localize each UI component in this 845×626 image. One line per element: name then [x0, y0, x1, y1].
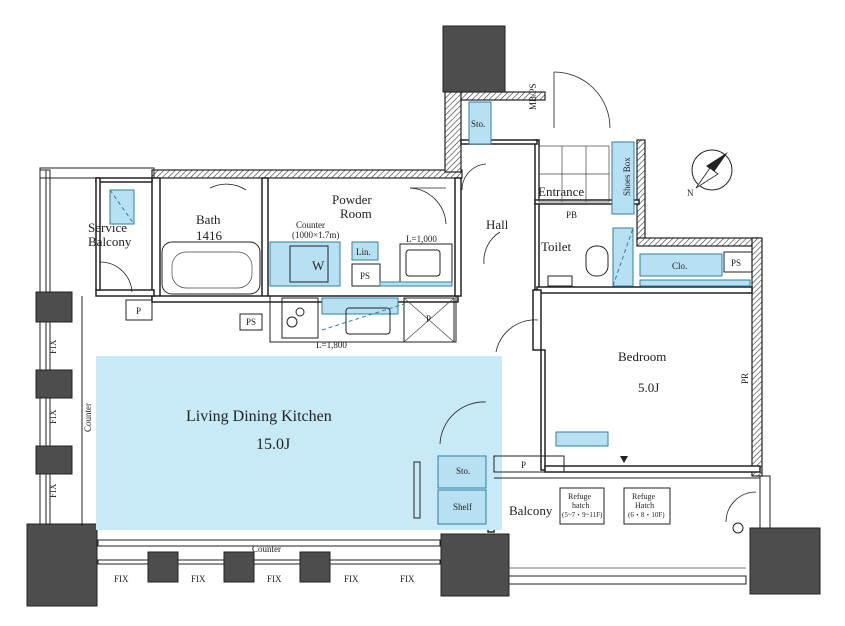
ldk-size: 15.0J [256, 436, 290, 453]
fix-bottom-1: FIX [114, 574, 129, 584]
arrow-marker [620, 456, 628, 463]
counter-small-size: (1000×1.7m) [292, 230, 339, 240]
ps-shaft-kitchen [239, 313, 263, 331]
pipe-shaft-balcony [493, 455, 565, 473]
shoes-box [611, 141, 635, 215]
ldk-floor-area [96, 356, 502, 530]
toilet-bowl [585, 245, 609, 277]
ps-label-powder: PS [360, 271, 370, 281]
p-label-service: P [136, 306, 141, 316]
l1000-label: L=1,000 [406, 234, 437, 244]
l1800-label: L=1,800 [316, 340, 347, 350]
hall-door-swing [483, 231, 501, 265]
refuge-hatch-2: Refuge Hatch (6・8・10F) [623, 487, 671, 525]
counter-bottom-label: Counter [252, 544, 281, 554]
powder-room-line1: Powder [332, 192, 372, 207]
p-label-balcony: P [521, 460, 526, 470]
bathtub [161, 241, 261, 295]
ps-shaft-powder [351, 263, 381, 287]
ps-shaft-bedroom [723, 251, 753, 273]
bath-name: Bath [196, 212, 221, 227]
service-balcony-hatch [109, 189, 135, 225]
vanity-counter-strip [379, 281, 453, 287]
bedroom-door-swing [495, 319, 539, 353]
north-arrow: N [687, 149, 733, 198]
bath-size: 1416 [196, 228, 223, 243]
washer-label: W [312, 258, 325, 273]
counter-right-label: Counter [83, 403, 93, 432]
linen-label: Lin. [356, 247, 371, 257]
north-label: N [687, 188, 694, 198]
bedroom-name: Bedroom [618, 349, 666, 364]
ldk-storage [437, 455, 487, 489]
bedroom-size: 5.0J [638, 380, 659, 395]
storage-top [468, 101, 492, 145]
refuge-hatch-1: Refuge hatch (5~7・9~11F) [559, 487, 605, 525]
ldk-storage-label: Sto. [456, 466, 470, 476]
p-label-kitchen: P [426, 314, 431, 324]
balcony-drain [732, 522, 744, 534]
shoes-box-label: Shoes Box [622, 157, 632, 196]
pb-label: PB [566, 210, 577, 220]
refuge1-line2: hatch [572, 501, 589, 510]
refuge2-line2: Hatch [635, 501, 654, 510]
fix-left-2: FIX [48, 409, 58, 424]
pipe-shaft-service [125, 299, 153, 321]
balcony-label: Balcony [509, 503, 553, 518]
linen-shelf [351, 241, 379, 261]
sliding-door [413, 461, 421, 519]
structural-columns [26, 25, 821, 607]
ldk-shelf-label: Shelf [453, 502, 472, 512]
entrance-label: Entrance [538, 184, 584, 199]
toilet-sink [547, 275, 573, 287]
refuge2-line1: Refuge [632, 492, 656, 501]
counter-small-label: Counter [296, 220, 325, 230]
storage-top-label: Sto. [471, 119, 485, 129]
service-door-swing [99, 261, 133, 293]
refuge2-line3: (6・8・10F) [628, 511, 665, 519]
fix-left-3: FIX [48, 483, 58, 498]
toilet-storage-diagonal [612, 227, 634, 287]
ps-label-kitchen: PS [246, 317, 256, 327]
fix-left-1: FIX [48, 339, 58, 354]
ldk-shelf [437, 489, 487, 525]
mb-ps-label: MB/PS [528, 83, 538, 110]
powder-room-line2: Room [340, 206, 372, 221]
ldk-name: Living Dining Kitchen [186, 408, 332, 425]
fix-bottom-3: FIX [267, 574, 282, 584]
closet-label: Clo. [672, 261, 687, 271]
hall-label: Hall [486, 217, 509, 232]
ldk-door-swing [439, 401, 487, 445]
closet-rail [639, 279, 751, 287]
closet [639, 253, 723, 277]
pr-label: PR [740, 373, 750, 384]
balcony-door-swing [725, 491, 757, 523]
vanity-sink [405, 249, 441, 277]
kitchen-counter [269, 295, 457, 343]
service-balcony-line2: Balcony [88, 234, 132, 249]
hall-door-swing-2 [461, 163, 487, 191]
bathtub-inner [171, 251, 253, 289]
refuge1-line3: (5~7・9~11F) [562, 511, 603, 519]
refuge1-line1: Refuge [568, 492, 592, 501]
front-door-swing [553, 71, 611, 129]
bath-door-swing [209, 183, 247, 191]
ps-label-bedroom: PS [731, 258, 741, 268]
powder-door-swing [409, 187, 447, 225]
fix-bottom-2: FIX [191, 574, 206, 584]
fix-bottom-5: FIX [400, 574, 415, 584]
toilet-label: Toilet [541, 239, 572, 254]
washer [289, 245, 329, 283]
fix-bottom-4: FIX [344, 574, 359, 584]
washer-area [269, 241, 341, 287]
bedroom-desk [555, 431, 609, 447]
